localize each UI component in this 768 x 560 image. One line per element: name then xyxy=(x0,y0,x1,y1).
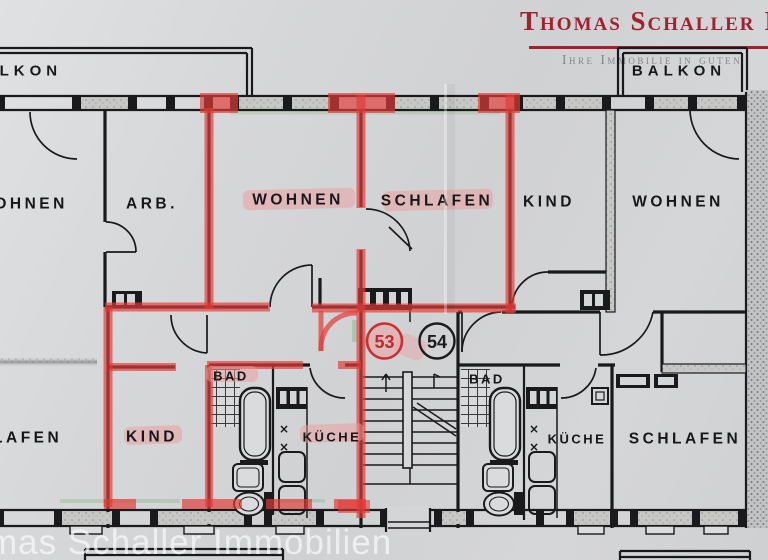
room-label-kind-53: KIND xyxy=(126,429,178,446)
burner-mark: × xyxy=(529,440,539,454)
party-wall xyxy=(605,109,616,313)
entrance-recess xyxy=(384,506,432,532)
plan-torn-edge xyxy=(746,90,768,528)
paper-crease xyxy=(444,84,447,314)
brand-tagline: Ihre Immobilie in guten xyxy=(562,52,743,67)
red-marker-unit-53-outline xyxy=(103,93,520,518)
room-label-wohnen-53: WOHNEN xyxy=(252,192,344,209)
pink-highlights xyxy=(123,187,494,445)
burner-mark: × xyxy=(279,422,289,436)
staircase xyxy=(363,371,457,485)
bathroom-right xyxy=(461,369,524,517)
room-label-schlafen-53: SCHLAFEN xyxy=(381,193,493,210)
room-label-kueche-53: KÜCHE xyxy=(303,430,362,445)
unit-54-badge: 54 xyxy=(418,322,456,360)
entrance-door-53-red xyxy=(318,310,358,352)
bottom-wall-piers xyxy=(0,510,746,526)
unit-53-number: 53 xyxy=(374,332,394,352)
burner-mark: × xyxy=(279,440,289,454)
burner-mark: × xyxy=(529,422,539,436)
unit-54-number: 54 xyxy=(427,332,447,352)
flue xyxy=(591,387,609,405)
balcony-right-label: BALKON xyxy=(632,63,726,80)
walls-and-ink xyxy=(0,46,768,560)
window-sills xyxy=(69,525,729,535)
washbasin xyxy=(232,463,264,492)
bathroom-left xyxy=(211,369,274,517)
room-label-wohnen-left: WOHNEN xyxy=(0,196,68,213)
room-label-wohnen-54: WOHNEN xyxy=(632,194,724,211)
stair-direction-arrow xyxy=(381,373,441,392)
room-label-schlafen-left: SCHLAFEN xyxy=(0,430,62,447)
top-windows xyxy=(81,97,737,109)
room-label-schlafen-54: SCHLAFEN xyxy=(629,431,741,448)
door-arcs xyxy=(29,109,740,399)
brand-title: Thomas Schaller I xyxy=(520,6,768,36)
balcony-left-label: BALKON xyxy=(0,63,62,80)
room-label-kind-54: KIND xyxy=(523,194,575,211)
bottom-balconies xyxy=(83,547,752,560)
room-label-kueche-54: KÜCHE xyxy=(548,432,607,447)
room-label-arb: ARB. xyxy=(126,196,178,213)
room-label-bad-54: BAD xyxy=(469,372,505,387)
unit-53-badge: 53 xyxy=(365,322,404,360)
watermark-text: mas Schaller Immobilien xyxy=(0,523,393,560)
balcony-right-outline xyxy=(616,46,749,96)
wardrobe-blocks xyxy=(616,374,678,388)
balcony-left-outline xyxy=(0,46,254,96)
room-labels: BALKON BALKON WOHNEN ARB. WOHNEN SCHLAFE… xyxy=(0,63,741,455)
kitchen-right xyxy=(526,387,609,518)
room-label-bad-53: BAD xyxy=(213,369,249,384)
bottom-windows xyxy=(62,512,738,524)
